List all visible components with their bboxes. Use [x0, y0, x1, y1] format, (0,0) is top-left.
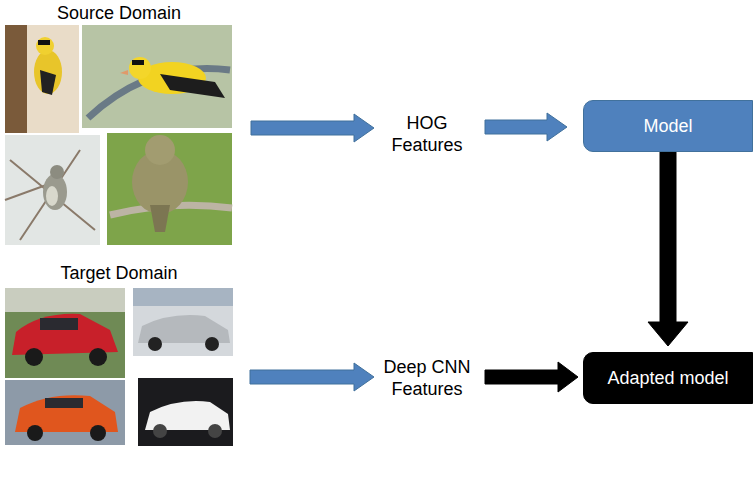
- domain-heading: Source Domain: [57, 2, 181, 24]
- bird-photo: [5, 135, 100, 245]
- process-box: Adapted model: [583, 352, 753, 404]
- feature-text: HOG Features: [377, 112, 477, 156]
- bird-photo: [107, 133, 232, 245]
- image-group: Source Domain: [5, 2, 233, 245]
- block-arrow: [485, 362, 578, 392]
- block-arrow: [648, 152, 688, 346]
- car-photo: [5, 288, 125, 378]
- bird-photo: [82, 25, 232, 128]
- box-label: Adapted model: [607, 367, 728, 389]
- feature-label: Deep CNN Features: [377, 352, 477, 404]
- bird-photo: [5, 25, 79, 133]
- car-photo: [133, 288, 233, 356]
- image-group: Target Domain: [5, 262, 233, 447]
- feature-label: HOG Features: [377, 108, 477, 160]
- block-arrow: [485, 113, 567, 141]
- car-photo: [138, 378, 233, 446]
- block-arrow: [251, 114, 374, 142]
- process-box: Model: [583, 100, 753, 152]
- feature-text: Deep CNN Features: [377, 356, 477, 400]
- domain-heading: Target Domain: [60, 262, 177, 284]
- box-label: Model: [643, 115, 692, 137]
- block-arrow: [250, 363, 374, 391]
- car-photo: [5, 380, 125, 445]
